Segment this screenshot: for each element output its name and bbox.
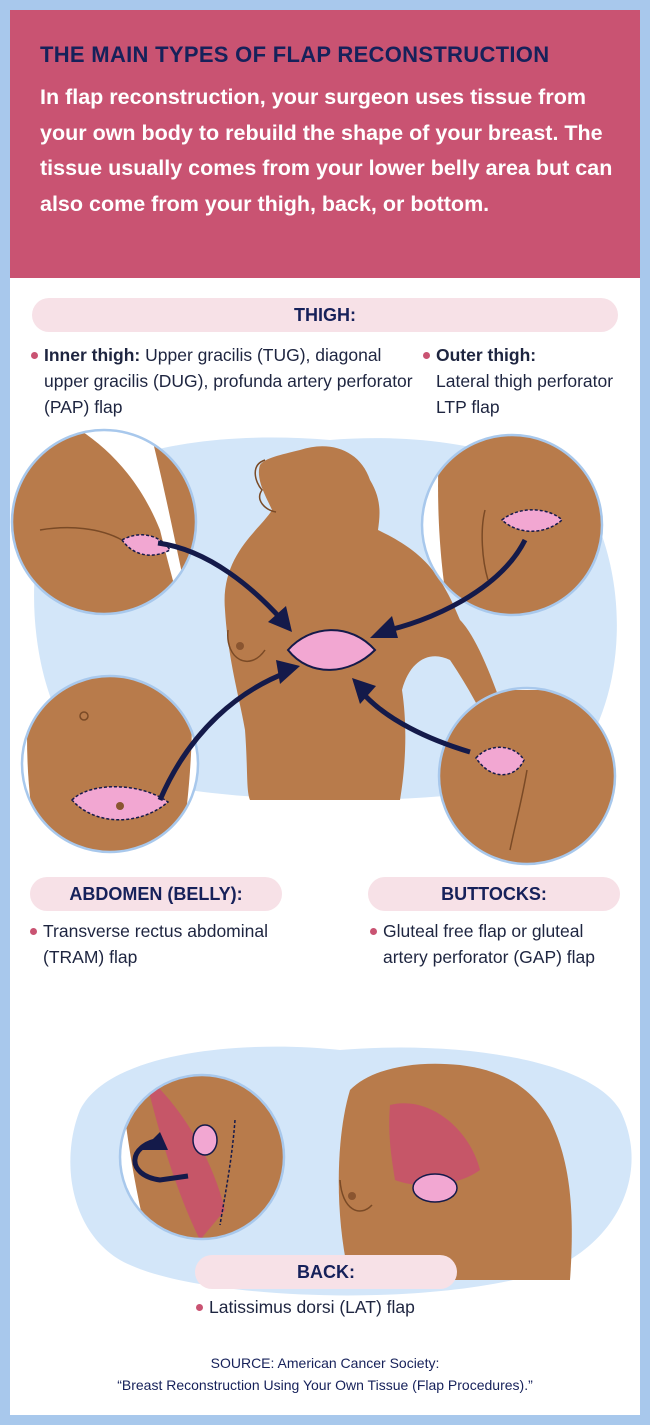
outer-thigh-circle [420, 433, 604, 617]
back-item: Latissimus dorsi (LAT) flap [196, 1294, 509, 1320]
back-front-torso [338, 1063, 572, 1280]
flap-arrows [157, 538, 528, 801]
bullet-dot [370, 928, 377, 935]
buttocks-circle [437, 686, 617, 866]
outer-thigh-text: Lateral thigh perforator LTP flap [436, 371, 614, 417]
inner-thigh-text: Upper gracilis (TUG), diagonal upper gra… [44, 345, 413, 417]
abdomen-item: Transverse rectus abdominal (TRAM) flap [30, 918, 283, 970]
central-torso [224, 446, 510, 800]
flap-illustration [10, 428, 632, 1296]
source-citation: SOURCE: American Cancer Society: “Breast… [10, 1352, 640, 1396]
outer-thigh-label: Outer thigh: [436, 345, 537, 365]
inner-thigh-label: Inner thigh: [44, 345, 141, 365]
source-line-2: “Breast Reconstruction Using Your Own Ti… [117, 1377, 533, 1393]
back-text: Latissimus dorsi (LAT) flap [209, 1297, 415, 1317]
abdomen-circle [20, 674, 200, 854]
outer-thigh-item: Outer thigh: Lateral thigh perforator LT… [423, 342, 626, 420]
bullet-dot [196, 1304, 203, 1311]
buttocks-heading: BUTTOCKS: [368, 877, 620, 911]
intro-text: In flap reconstruction, your surgeon use… [40, 85, 613, 216]
arrowheads [268, 606, 398, 704]
source-line-1: SOURCE: American Cancer Society: [210, 1355, 440, 1371]
buttocks-item: Gluteal free flap or gluteal artery perf… [370, 918, 623, 970]
abdomen-heading: ABDOMEN (BELLY): [30, 877, 282, 911]
inner-thigh-item: Inner thigh: Upper gracilis (TUG), diago… [31, 342, 414, 420]
buttocks-text: Gluteal free flap or gluteal artery perf… [383, 921, 596, 967]
back-flap-circle [118, 1073, 286, 1241]
back-heading: BACK: [195, 1255, 457, 1289]
header-banner: THE MAIN TYPES OF FLAP RECONSTRUCTION In… [10, 10, 640, 278]
bullet-dot [30, 928, 37, 935]
infographic-card: THE MAIN TYPES OF FLAP RECONSTRUCTION In… [10, 10, 640, 1415]
bullet-dot [31, 352, 38, 359]
thigh-heading: THIGH: [32, 298, 618, 332]
abdomen-text: Transverse rectus abdominal (TRAM) flap [43, 921, 269, 967]
page-title: THE MAIN TYPES OF FLAP RECONSTRUCTION [40, 42, 550, 67]
bullet-dot [423, 352, 430, 359]
